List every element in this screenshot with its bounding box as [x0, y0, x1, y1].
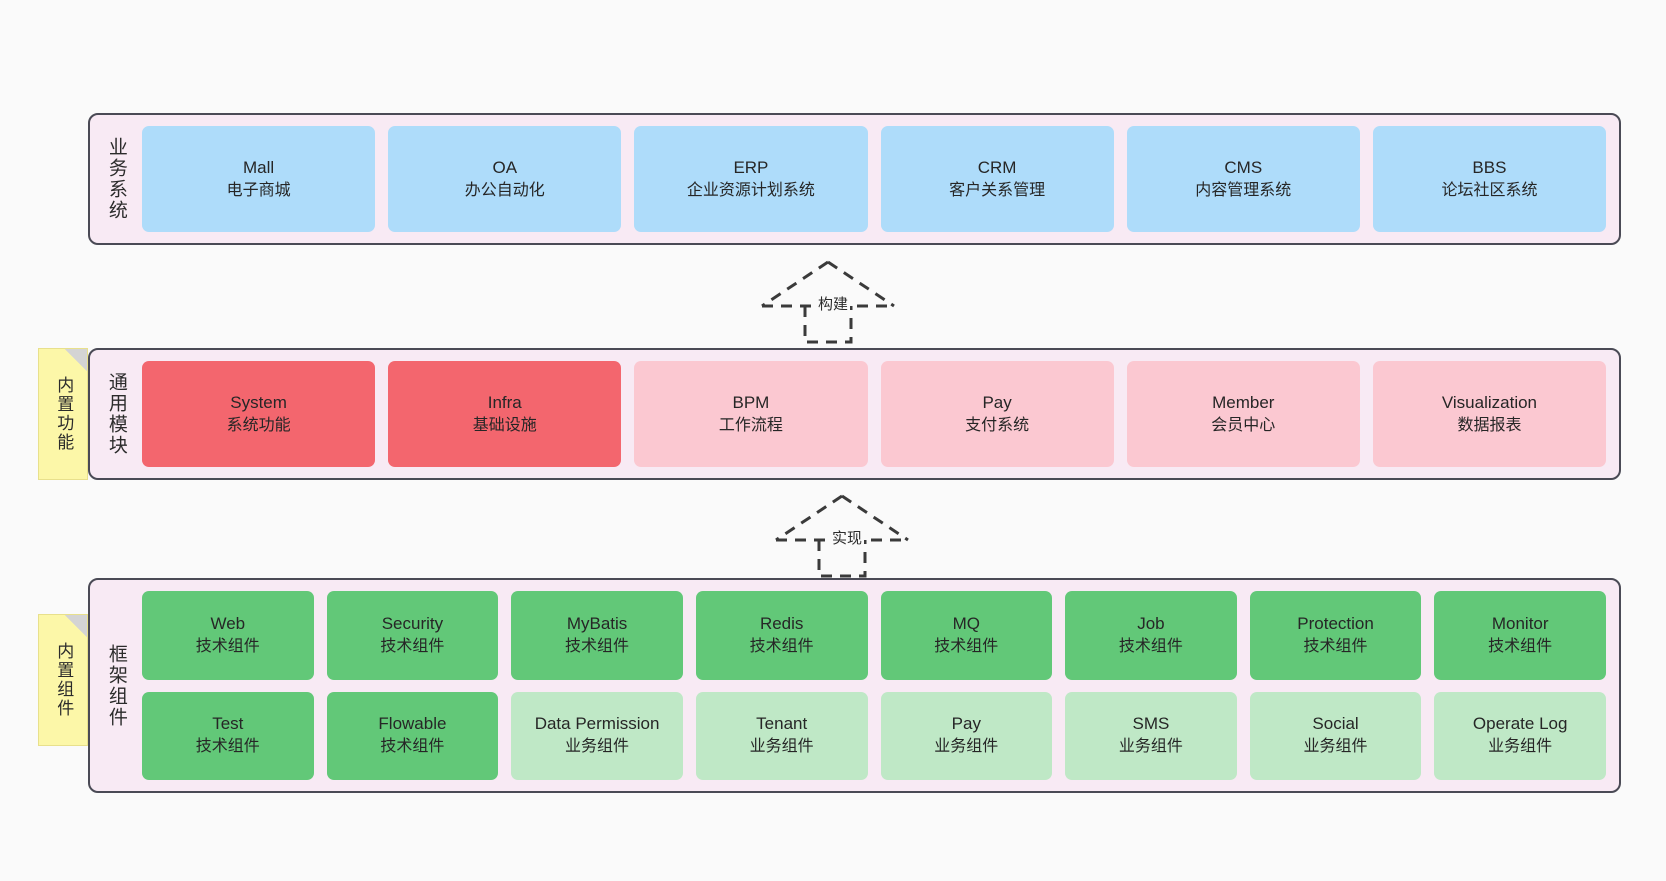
card-title-cn: 支付系统 [965, 416, 1030, 434]
component-card-pay[interactable]: Pay 业务组件 [880, 691, 1053, 780]
common-module-layer: 通用模块 System 系统功能 Infra 基础设施 BPM 工作流程 Pay 支付系统 Me… [88, 348, 1621, 480]
business-card-mall[interactable]: Mall 电子商城 [142, 126, 376, 232]
card-title-en: Redis [759, 613, 804, 633]
component-card-redis[interactable]: Redis 技术组件 [695, 591, 868, 680]
sticky-note-builtin-feature: 内置功能 [38, 348, 88, 480]
module-card-system[interactable]: System 系统功能 [142, 361, 376, 467]
common-layer-title: 通用模块 [105, 372, 127, 456]
implement-arrow: 实现 [772, 492, 912, 578]
card-title-en: Social [1312, 714, 1359, 734]
module-card-member[interactable]: Member 会员中心 [1126, 361, 1360, 467]
card-title-cn: 电子商城 [226, 181, 291, 199]
card-title-en: CRM [977, 157, 1017, 177]
card-title-cn: 技术组件 [1118, 637, 1183, 655]
card-title-cn: 技术组件 [749, 637, 814, 655]
card-title-en: BPM [732, 392, 770, 412]
component-card-mq[interactable]: MQ 技术组件 [880, 591, 1053, 680]
card-title-en: Pay [951, 714, 981, 734]
card-title-cn: 企业资源计划系统 [686, 181, 815, 199]
card-title-en: OA [492, 157, 518, 177]
card-title-cn: 工作流程 [718, 416, 783, 434]
card-title-cn: 技术组件 [380, 738, 445, 756]
card-title-cn: 业务组件 [1488, 738, 1553, 756]
card-title-en: MyBatis [566, 613, 628, 633]
card-title-en: Security [381, 613, 444, 633]
component-card-security[interactable]: Security 技术组件 [326, 591, 499, 680]
framework-layer-title: 框架组件 [105, 643, 127, 728]
card-title-cn: 技术组件 [195, 738, 260, 756]
card-title-cn: 论坛社区系统 [1441, 181, 1538, 199]
module-card-infra[interactable]: Infra 基础设施 [388, 361, 622, 467]
card-title-cn: 客户关系管理 [949, 181, 1046, 199]
card-title-cn: 业务组件 [749, 738, 814, 756]
component-card-test[interactable]: Test 技术组件 [142, 691, 314, 780]
card-title-en: Web [210, 613, 246, 633]
card-title-cn: 数据报表 [1457, 416, 1522, 434]
component-card-flowable[interactable]: Flowable 技术组件 [326, 691, 499, 780]
card-title-cn: 系统功能 [226, 416, 291, 434]
component-card-monitor[interactable]: Monitor 技术组件 [1434, 591, 1606, 680]
card-title-en: MQ [952, 613, 980, 633]
business-card-crm[interactable]: CRM 客户关系管理 [880, 126, 1114, 232]
implement-arrow-label: 实现 [830, 527, 865, 548]
component-card-sms[interactable]: SMS 业务组件 [1065, 691, 1237, 780]
build-arrow-label: 构建 [816, 293, 851, 314]
business-card-oa[interactable]: OA 办公自动化 [388, 126, 622, 232]
card-title-cn: 技术组件 [934, 637, 999, 655]
business-layer-title: 业务系统 [105, 137, 127, 221]
card-title-cn: 内容管理系统 [1195, 181, 1292, 199]
card-title-en: Operate Log [1472, 714, 1568, 734]
card-title-en: Monitor [1491, 613, 1549, 633]
card-title-cn: 技术组件 [1303, 637, 1368, 655]
card-title-en: Pay [982, 392, 1012, 412]
card-title-cn: 业务组件 [565, 738, 630, 756]
card-title-cn: 技术组件 [565, 637, 630, 655]
card-title-en: BBS [1472, 157, 1507, 177]
business-card-cms[interactable]: CMS 内容管理系统 [1126, 126, 1360, 232]
component-card-tenant[interactable]: Tenant 业务组件 [695, 691, 868, 780]
component-card-web[interactable]: Web 技术组件 [142, 591, 314, 680]
component-card-job[interactable]: Job 技术组件 [1065, 591, 1237, 680]
card-title-cn: 业务组件 [1303, 738, 1368, 756]
common-card-list: System 系统功能 Infra 基础设施 BPM 工作流程 Pay 支付系统 Member 会… [142, 350, 1619, 478]
module-card-bpm[interactable]: BPM 工作流程 [634, 361, 868, 467]
card-title-en: Tenant [756, 714, 808, 734]
card-title-en: Flowable [378, 714, 447, 734]
card-title-en: Protection [1297, 613, 1374, 633]
business-card-bbs[interactable]: BBS 论坛社区系统 [1372, 126, 1607, 232]
card-title-en: Data Permission [534, 714, 660, 734]
business-card-erp[interactable]: ERP 企业资源计划系统 [634, 126, 868, 232]
card-title-cn: 技术组件 [1488, 637, 1553, 655]
business-card-list: Mall 电子商城 OA 办公自动化 ERP 企业资源计划系统 CRM 客户关系管理 CMS 内容… [142, 115, 1619, 243]
card-title-en: Visualization [1441, 392, 1538, 412]
card-title-cn: 业务组件 [1118, 738, 1183, 756]
module-card-visualization[interactable]: Visualization 数据报表 [1372, 361, 1607, 467]
build-arrow: 构建 [758, 258, 898, 344]
module-card-pay[interactable]: Pay 支付系统 [880, 361, 1114, 467]
card-title-en: System [230, 392, 287, 412]
card-title-en: SMS [1132, 714, 1170, 734]
card-title-en: Job [1137, 613, 1165, 633]
component-card-social[interactable]: Social 业务组件 [1249, 691, 1422, 780]
card-title-cn: 基础设施 [472, 416, 537, 434]
component-card-operate-log[interactable]: Operate Log 业务组件 [1434, 691, 1606, 780]
card-title-en: ERP [733, 157, 769, 177]
business-system-layer: 业务系统 Mall 电子商城 OA 办公自动化 ERP 企业资源计划系统 CRM 客户关系管理… [88, 113, 1621, 245]
card-title-cn: 业务组件 [934, 738, 999, 756]
card-title-cn: 技术组件 [380, 637, 445, 655]
card-title-cn: 会员中心 [1211, 416, 1276, 434]
card-title-en: Mall [243, 157, 275, 177]
sticky-note-builtin-component: 内置组件 [38, 614, 88, 746]
component-card-mybatis[interactable]: MyBatis 技术组件 [511, 591, 683, 680]
card-title-en: Infra [487, 392, 522, 412]
card-title-en: CMS [1224, 157, 1263, 177]
card-title-cn: 技术组件 [195, 637, 260, 655]
component-card-protection[interactable]: Protection 技术组件 [1249, 591, 1422, 680]
card-title-en: Member [1212, 392, 1275, 412]
component-card-data-permission[interactable]: Data Permission 业务组件 [511, 691, 683, 780]
card-title-cn: 办公自动化 [464, 181, 545, 199]
card-title-en: Test [212, 714, 244, 734]
